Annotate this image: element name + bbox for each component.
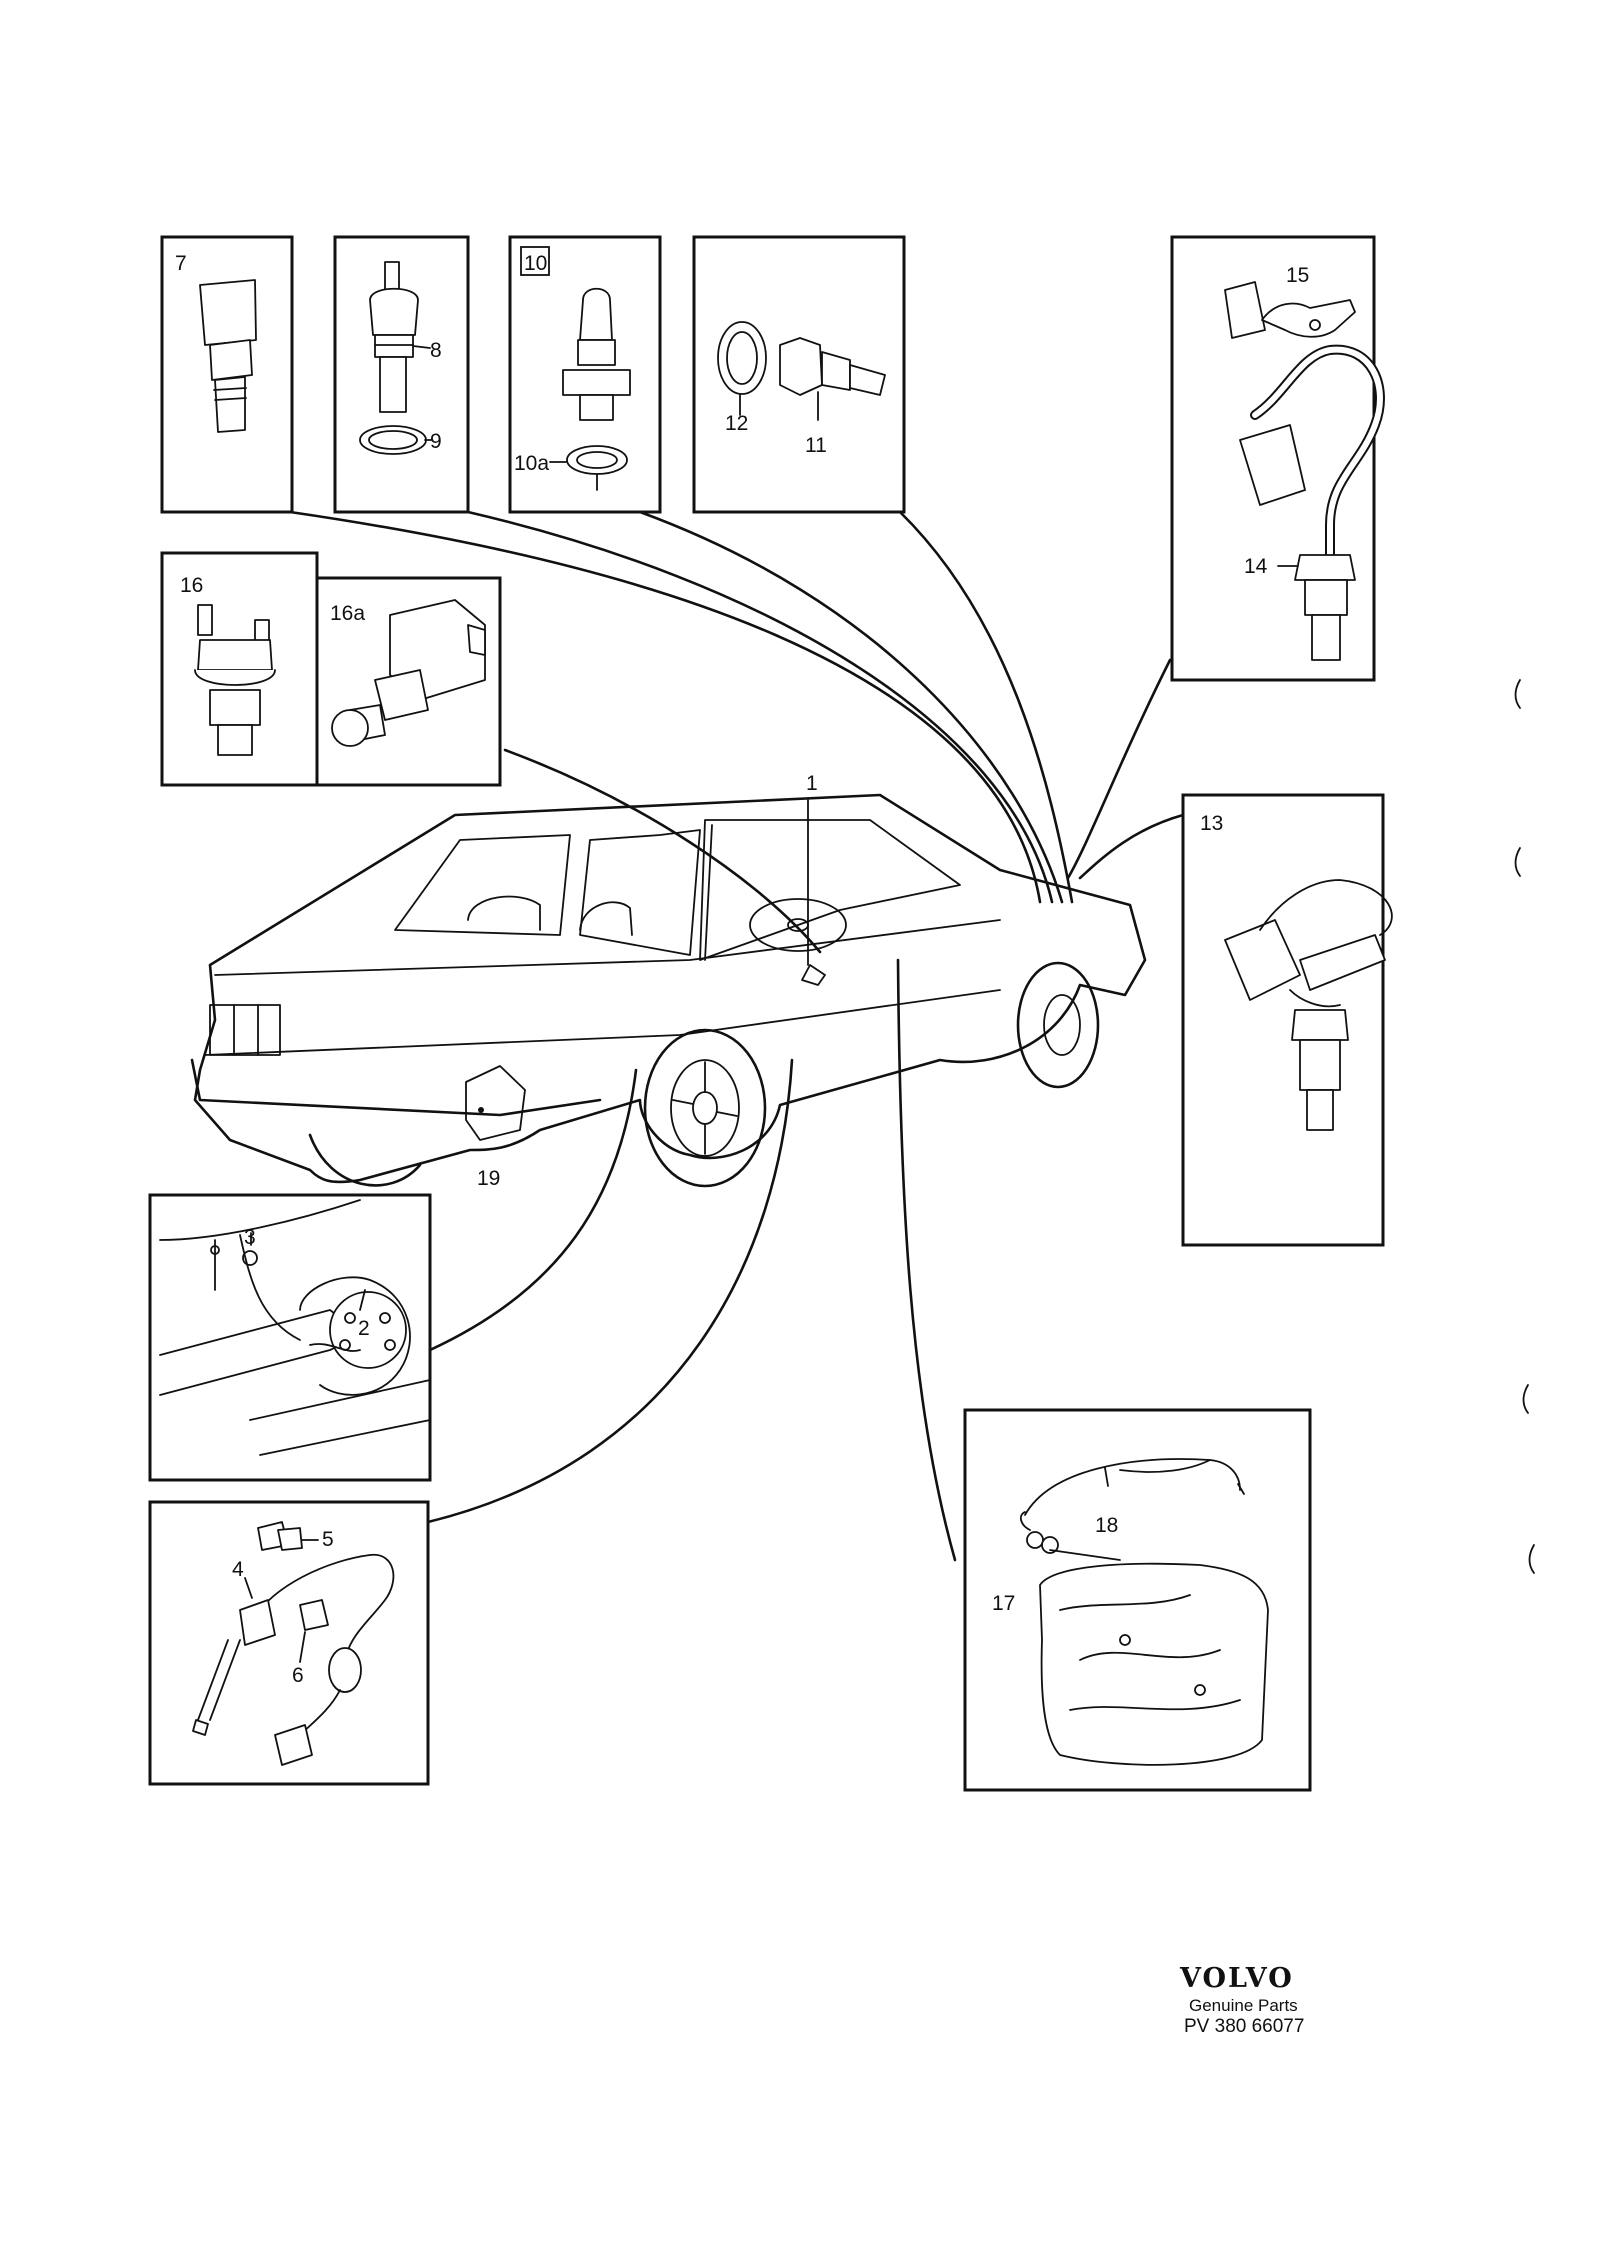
panel-14-15 [1170,235,1385,682]
car-illustration [190,793,1147,1188]
panel-8-9 [333,235,470,514]
part-labels: 1 2 3 4 5 6 7 8 9 10 10a 11 12 13 14 15 … [175,252,1309,1687]
label-11: 11 [805,434,827,457]
label-10a: 10a [514,452,549,475]
label-5: 5 [322,1528,334,1551]
leader-lines [288,510,1185,1562]
brand-subtitle: Genuine Parts [1189,1996,1298,2015]
label-16a: 16a [330,602,365,625]
label-2: 2 [358,1317,370,1340]
panel-17-18 [963,1408,1312,1792]
label-18: 18 [1095,1514,1118,1537]
label-13: 13 [1200,812,1223,835]
label-3: 3 [244,1226,256,1249]
label-7: 7 [175,252,187,275]
label-14: 14 [1244,555,1268,578]
label-17: 17 [992,1592,1015,1615]
panel-11-12 [692,235,906,514]
label-16: 16 [180,574,203,597]
volvo-logo: VOLVO [1180,1963,1294,1994]
panel-16a [315,576,502,787]
brand-block: VOLVO Genuine Parts PV 380 66077 [1172,1965,1352,2036]
panel-4-5-6 [148,1500,430,1786]
diagram-code: PV 380 66077 [1184,2016,1305,2037]
label-1: 1 [806,772,818,795]
panel-2-3 [148,1193,432,1482]
label-12: 12 [725,412,748,435]
label-9: 9 [430,430,442,453]
panel-7 [160,235,294,514]
label-4: 4 [232,1558,244,1581]
panel-10 [508,235,662,514]
label-10: 10 [524,252,547,275]
scan-marks [1514,679,1535,1574]
panel-13 [1181,793,1393,1247]
label-8: 8 [430,339,442,362]
label-6: 6 [292,1664,304,1687]
label-19: 19 [477,1167,500,1190]
label-15: 15 [1286,264,1309,287]
